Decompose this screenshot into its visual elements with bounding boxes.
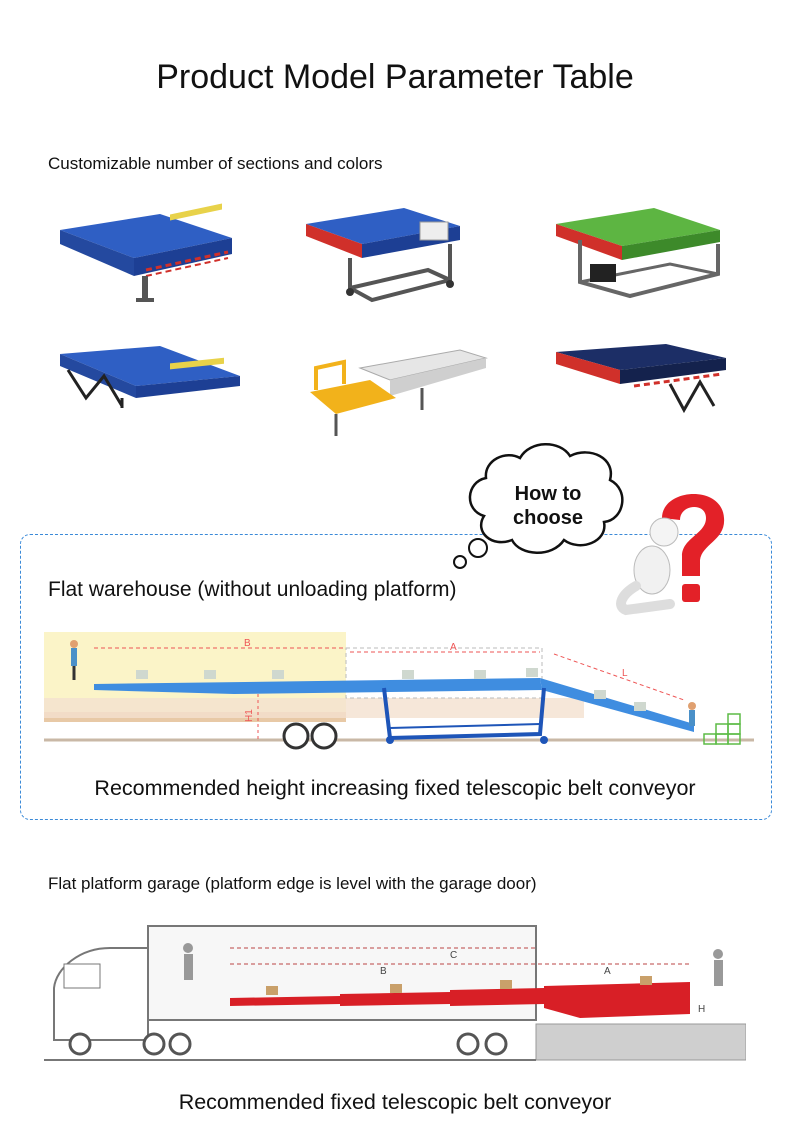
product-image-blue-conveyor-on-frame (306, 208, 460, 303)
warehouse-conveyor-diagram: B A L H1 (44, 632, 754, 750)
label-b: B (244, 638, 251, 649)
label-a: A (604, 966, 611, 977)
garage-recommendation: Recommended fixed telescopic belt convey… (178, 1090, 612, 1114)
garage-heading: Flat platform garage (platform edge is l… (48, 874, 537, 893)
question-mark-figure-icon (616, 493, 725, 616)
garage-conveyor-diagram: C B A H (44, 925, 746, 1061)
label-c: C (450, 950, 457, 961)
warehouse-recommendation: Recommended height increasing fixed tele… (94, 776, 696, 800)
product-image-blue-scissor-leg-conveyor (60, 346, 240, 408)
customizable-note: Customizable number of sections and colo… (48, 154, 383, 173)
label-b: B (380, 966, 387, 977)
label-h: H (698, 1004, 705, 1015)
warehouse-heading: Flat warehouse (without unloading platfo… (48, 578, 457, 601)
label-a: A (450, 642, 457, 653)
label-l: L (622, 668, 628, 679)
product-image-blue-telescopic-conveyor (60, 203, 232, 302)
product-image-green-conveyor-on-frame (556, 208, 720, 299)
label-h1: H1 (244, 709, 255, 722)
product-image-silver-conveyor-with-yellow-platform (310, 349, 488, 436)
how-to-choose-line2: choose (513, 507, 583, 529)
page-title: Product Model Parameter Table (156, 58, 634, 96)
product-image-navy-conveyor-red-trim (556, 344, 726, 414)
warehouse-section-frame (20, 534, 772, 820)
how-to-choose-line1: How to (515, 483, 582, 505)
thought-cloud-icon: How to choose (453, 443, 624, 569)
